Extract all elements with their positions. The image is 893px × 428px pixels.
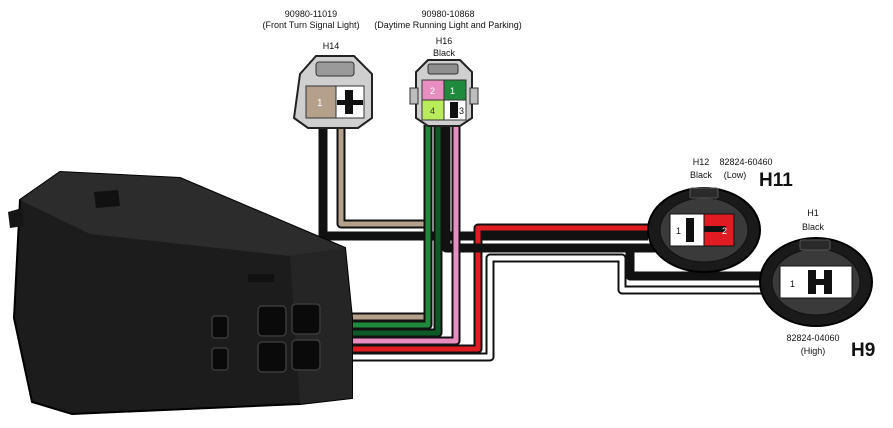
h16-pin-4: 4: [430, 106, 435, 116]
h1-pin-1: 1: [790, 279, 795, 289]
h14-id: H14: [322, 41, 340, 51]
main-connector-sockets: [211, 303, 321, 373]
h1-part-number: 82824-04060: [786, 333, 840, 343]
h16-pin-2: 2: [430, 86, 435, 96]
h1-id: H1: [807, 208, 819, 218]
h12-id: H12: [692, 157, 710, 167]
h16-part-number: 90980-10868: [421, 9, 475, 19]
h1-connector: [759, 237, 873, 327]
h16-color: Black: [432, 48, 456, 58]
h14-description: (Front Turn Signal Light): [262, 20, 360, 30]
h16-description: (Daytime Running Light and Parking): [374, 20, 522, 30]
wire-h14-black: [318, 125, 648, 241]
h16-id: H16: [435, 36, 453, 46]
h12-pin-2: 2: [722, 226, 727, 236]
h12-color: Black: [689, 170, 713, 180]
wire-black-high: [468, 243, 770, 281]
h1-color: Black: [801, 222, 825, 232]
h16-pin-1: 1: [450, 86, 455, 96]
h12-connector: [647, 187, 761, 273]
h12-part-number: 82824-60460: [719, 157, 773, 167]
h1-beam: (High): [800, 346, 826, 356]
wire-harness: [318, 125, 770, 362]
h14-pin-1: 1: [317, 98, 323, 109]
h12-beam: (Low): [723, 170, 747, 180]
h16-pin-3: 3: [459, 106, 464, 116]
h14-part-number: 90980-11019: [284, 9, 338, 19]
h1-bulb-type: H9: [851, 340, 876, 361]
h12-pin-1: 1: [676, 226, 681, 236]
h12-bulb-type: H11: [759, 170, 793, 191]
h14-connector: [292, 55, 373, 129]
main-connector: [8, 170, 353, 416]
h16-connector: [409, 59, 479, 127]
